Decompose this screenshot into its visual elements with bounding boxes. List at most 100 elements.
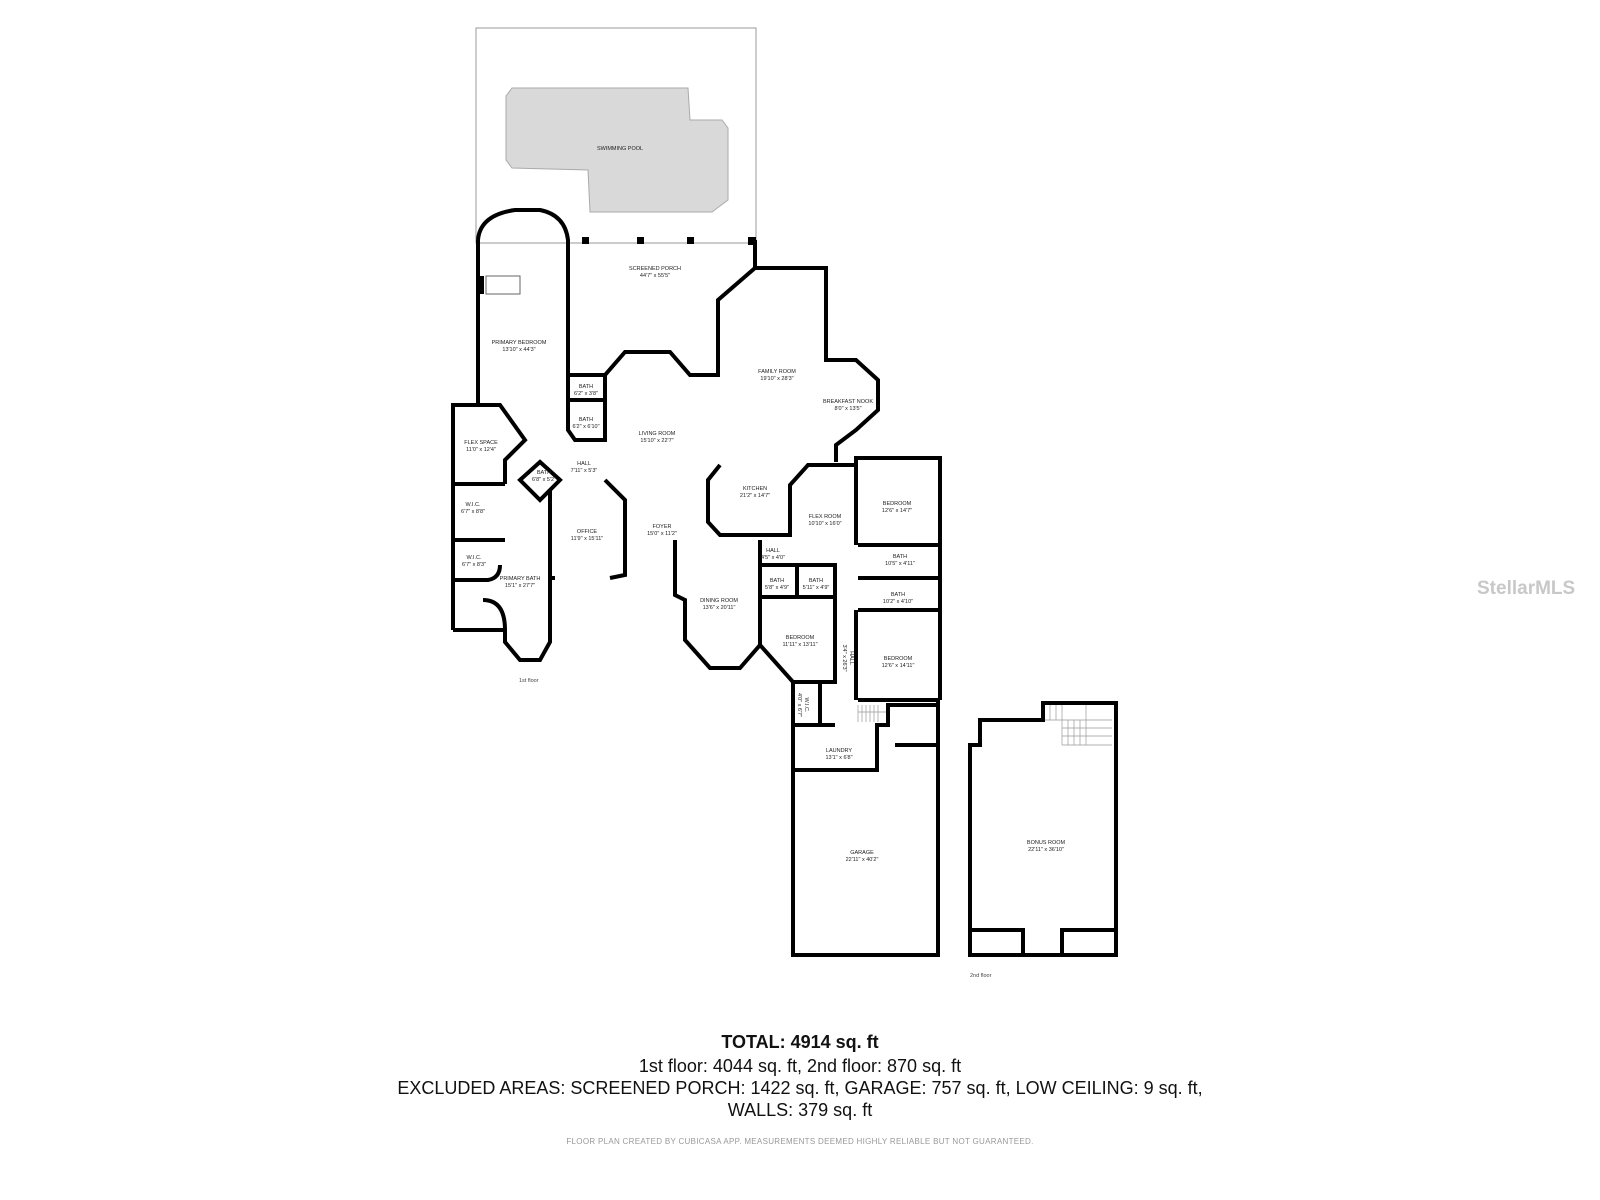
walls-area: WALLS: 379 sq. ft: [727, 1100, 873, 1120]
room-dimensions: 10'2" x 4'10": [883, 599, 913, 605]
room-name: FAMILY ROOM: [758, 369, 796, 375]
room-dimensions: 6'7" x 8'8": [461, 509, 485, 515]
room-label: W.I.C.6'7" x 8'3": [462, 555, 486, 568]
room-dimensions: 13'1" x 6'8": [825, 755, 852, 761]
room-name: HALL: [577, 461, 591, 467]
room-dimensions: 3'4" x 26'3": [841, 644, 847, 671]
room-dimensions: 10'10" x 16'0": [808, 521, 841, 527]
room-name: BATH: [893, 554, 907, 560]
room-dimensions: 5'8" x 4'9": [765, 585, 789, 591]
room-dimensions: 22'11" x 40'2": [846, 857, 879, 863]
room-name: BATH: [579, 384, 593, 390]
room-name: BATH: [891, 592, 905, 598]
room-name: W.I.C.: [467, 555, 482, 561]
room-label: W.I.C.4'0" x 6'7": [796, 693, 809, 717]
room-name: OFFICE: [577, 529, 597, 535]
room-dimensions: 8'0" x 13'5": [834, 406, 861, 412]
room-label: SWIMMING POOL: [597, 146, 643, 152]
room-dimensions: 6'2" x 6'10": [572, 424, 599, 430]
room-name: KITCHEN: [743, 486, 767, 492]
pool-enclosure: [475, 27, 757, 244]
room-name: BATH: [537, 470, 551, 476]
room-name: BREAKFAST NOOK: [823, 399, 873, 405]
second-floor-walls: [968, 701, 1118, 957]
room-dimensions: 6'8" x 5'2": [532, 477, 556, 483]
total-area: TOTAL: 4914 sq. ft: [721, 1032, 879, 1052]
room-name: BEDROOM: [883, 501, 912, 507]
room-name: BEDROOM: [884, 656, 913, 662]
room-dimensions: 15'1" x 27'7": [505, 583, 535, 589]
room-name: SCREENED PORCH: [629, 266, 681, 272]
room-name: PRIMARY BATH: [500, 576, 541, 582]
room-dimensions: 13'10" x 44'3": [502, 347, 535, 353]
room-name: HALL: [766, 548, 780, 554]
room-dimensions: 12'6" x 14'7": [882, 508, 912, 514]
room-label: W.I.C.6'7" x 8'8": [461, 502, 485, 515]
room-name: FLEX ROOM: [809, 514, 842, 520]
room-name: W.I.C.: [803, 698, 809, 713]
room-name: BATH: [579, 417, 593, 423]
room-name: BATH: [809, 578, 823, 584]
room-dimensions: 7'11" x 5'3": [571, 468, 598, 474]
room-dimensions: 15'0" x 11'2": [647, 531, 677, 537]
room-dimensions: 19'10" x 28'3": [760, 376, 793, 382]
room-dimensions: 5'11" x 4'9": [803, 585, 830, 591]
room-name: BEDROOM: [786, 635, 815, 641]
room-name: DINING ROOM: [700, 598, 738, 604]
room-dimensions: 21'2" x 14'7": [740, 493, 770, 499]
room-dimensions: 13'6" x 20'11": [703, 605, 736, 611]
room-name: W.I.C.: [466, 502, 481, 508]
first-floor-label: 1st floor: [519, 678, 539, 684]
room-dimensions: 11'11" x 13'11": [782, 642, 817, 648]
room-name: LAUNDRY: [826, 748, 853, 754]
room-name: FOYER: [653, 524, 672, 530]
room-dimensions: 12'6" x 14'11": [882, 663, 915, 669]
room-dimensions: 6'2" x 3'8": [574, 391, 598, 397]
room-name: HALL: [848, 651, 854, 665]
porch-columns: [582, 237, 756, 245]
room-dimensions: 4'5" x 4'0": [761, 555, 785, 561]
watermark: StellarMLS: [1477, 578, 1576, 599]
room-dimensions: 11'0" x 12'4": [466, 447, 496, 453]
room-name: LIVING ROOM: [639, 431, 676, 437]
second-floor-label: 2nd floor: [970, 973, 992, 979]
room-dimensions: 4'0" x 6'7": [796, 693, 802, 717]
excluded-areas: EXCLUDED AREAS: SCREENED PORCH: 1422 sq.…: [397, 1078, 1203, 1098]
room-dimensions: 10'5" x 4'11": [885, 561, 915, 567]
room-name: SWIMMING POOL: [597, 146, 643, 152]
room-name: FLEX SPACE: [464, 440, 498, 446]
floor-areas: 1st floor: 4044 sq. ft, 2nd floor: 870 s…: [638, 1056, 962, 1076]
room-dimensions: 6'7" x 8'3": [462, 562, 486, 568]
room-dimensions: 11'9" x 15'11": [571, 536, 603, 542]
room-dimensions: 15'10" x 22'7": [640, 438, 673, 444]
credit-note: FLOOR PLAN CREATED BY CUBICASA APP. MEAS…: [566, 1137, 1034, 1146]
room-name: GARAGE: [850, 850, 874, 856]
